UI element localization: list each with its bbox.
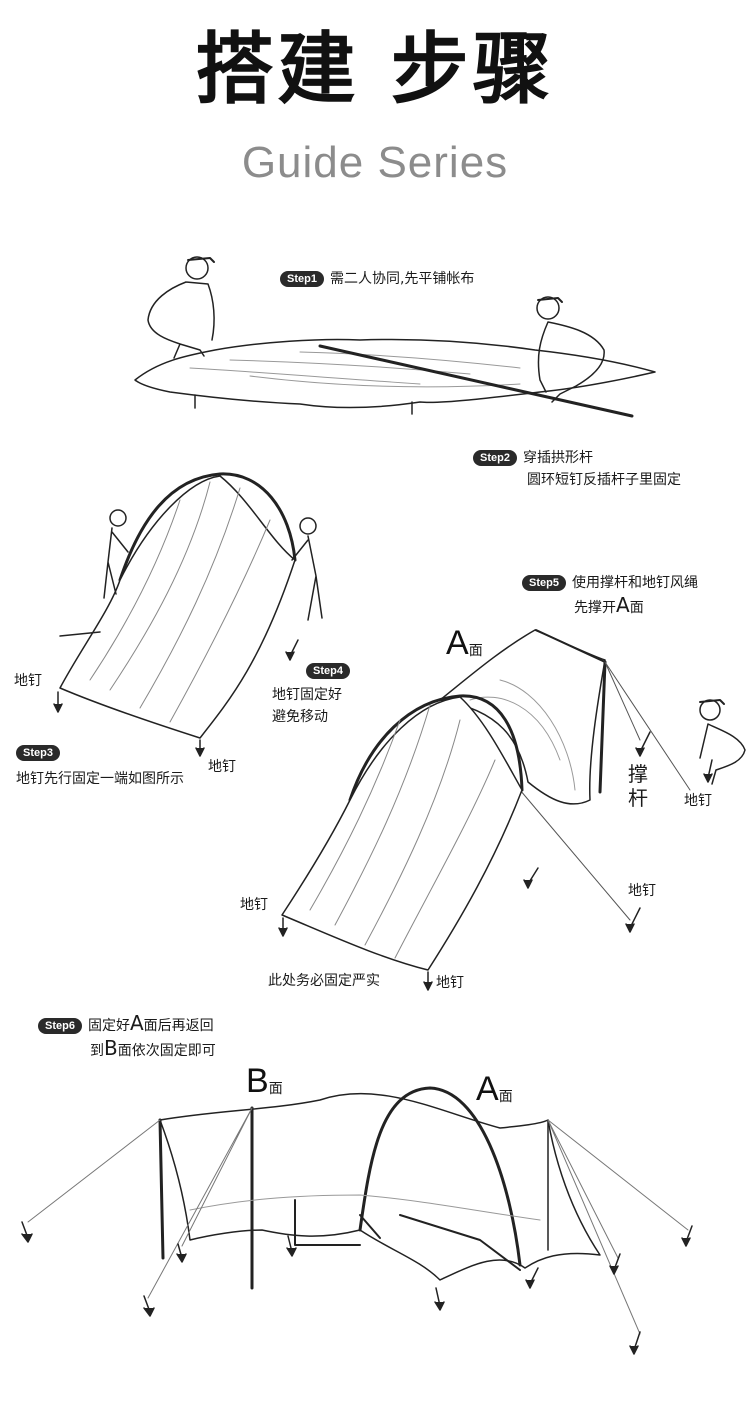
stake-step5-bottom <box>423 971 433 991</box>
stake-step6-8 <box>681 1225 693 1247</box>
step4-text-1: 地钉固定好 <box>272 687 342 703</box>
step6-caption: Step6 固定好A面后再返回 到B面依次固定即可 <box>38 1012 216 1062</box>
step3-caption: Step3 地钉先行固定一端如图所示 <box>16 742 184 790</box>
step6-badge: Step6 <box>38 1018 82 1034</box>
face-b-label: B面 <box>246 1064 283 1098</box>
stake-step5-person <box>703 759 713 783</box>
stake-step5-mid <box>523 867 539 889</box>
stake-step6-1 <box>21 1221 33 1243</box>
step6-illustration <box>21 1086 693 1355</box>
arch-pole <box>118 472 297 582</box>
person-a <box>103 509 129 599</box>
page-subtitle: Guide Series <box>241 138 509 187</box>
arch-tarp <box>59 475 296 739</box>
stake-step5-right <box>625 907 641 933</box>
stake-label-6: 地钉 <box>436 975 464 991</box>
pole-label-bottom: 杆 <box>628 786 648 810</box>
step2-badge: Step2 <box>473 450 517 466</box>
stake-step6-4 <box>286 1235 297 1257</box>
stake-label-1: 地钉 <box>14 673 42 689</box>
stake-step6-3 <box>176 1243 187 1263</box>
stake-step6-6 <box>525 1267 539 1289</box>
tarp-outline <box>159 1092 601 1281</box>
a-face-fabric <box>439 629 606 805</box>
step6-text-2b: B <box>104 1036 118 1060</box>
stake-step6-7 <box>609 1253 621 1275</box>
step2-caption: Step2 穿插拱形杆 圆环短钉反插杆子里固定 <box>473 447 681 491</box>
step2-text-1: 穿插拱形杆 <box>522 450 593 466</box>
arch-pole-2 <box>348 694 524 802</box>
stake-label-4: 地钉 <box>628 883 656 899</box>
step2-text-2: 圆环短钉反插杆子里固定 <box>527 472 681 488</box>
stake-step6-9 <box>629 1331 641 1355</box>
stake-step2-bottom <box>195 739 205 757</box>
pole-on-ground <box>318 344 634 418</box>
step4-badge: Step4 <box>306 663 350 679</box>
step6-text-2a: 到 <box>90 1043 104 1059</box>
pole-left <box>158 1118 165 1260</box>
step6-text-1c: 面后再返回 <box>143 1018 214 1034</box>
step3-badge: Step3 <box>16 745 60 761</box>
stake-label-2: 地钉 <box>208 759 236 775</box>
step3-text: 地钉先行固定一端如图所示 <box>16 771 184 787</box>
stake-step5-left <box>278 917 288 937</box>
pole-label-top: 撑 <box>628 762 648 786</box>
face-a-letter-2: A <box>476 1070 499 1108</box>
face-b-letter: B <box>246 1062 269 1100</box>
step1-badge: Step1 <box>280 271 324 287</box>
step1-illustration <box>134 256 656 418</box>
step1-text: 需二人协同,先平铺帐布 <box>329 271 475 287</box>
step5-text-2b: A <box>616 593 630 617</box>
step5-text-2c: 面 <box>629 600 644 616</box>
person-left <box>147 256 215 359</box>
person-c <box>699 699 746 785</box>
step2-illustration <box>53 472 323 757</box>
arch-tarp-2 <box>281 696 523 971</box>
pole-label: 撑 杆 <box>628 762 648 810</box>
step5-text-1: 使用撑杆和地钉风绳 <box>571 575 698 591</box>
step4-caption: Step4 地钉固定好 避免移动 <box>272 660 356 728</box>
face-a-label-step5: A面 <box>446 626 483 660</box>
stake-step2-left <box>53 691 63 713</box>
step5-text-2a: 先撑开 <box>574 600 616 616</box>
arch-pole-3 <box>358 1086 522 1267</box>
step6-text-2c: 面依次固定即可 <box>117 1043 216 1059</box>
stake-step6-5 <box>434 1287 445 1311</box>
face-a-suffix-2: 面 <box>498 1089 513 1105</box>
flat-tarp <box>134 338 656 409</box>
person-right <box>536 296 605 403</box>
page-title: 搭建 步骤 <box>195 25 555 115</box>
step6-text-1b: A <box>129 1011 144 1035</box>
step4-text-2: 避免移动 <box>272 709 328 725</box>
step1-caption: Step1 需二人协同,先平铺帐布 <box>280 268 474 290</box>
face-b-suffix: 面 <box>268 1081 283 1097</box>
stake-step5-pole <box>635 731 651 757</box>
stake-label-3: 地钉 <box>684 793 712 809</box>
stake-step2-right <box>285 639 299 661</box>
step6-text-1a: 固定好 <box>87 1018 130 1034</box>
person-b <box>291 517 323 621</box>
step5-badge: Step5 <box>522 575 566 591</box>
fix-secure-label: 此处务必固定严实 <box>268 973 380 989</box>
step5-caption: Step5 使用撑杆和地钉风绳 先撑开A面 <box>522 572 698 619</box>
support-pole <box>598 660 607 794</box>
face-a-letter: A <box>446 624 469 662</box>
step5-illustration <box>278 629 746 991</box>
face-a-suffix: 面 <box>468 643 483 659</box>
stake-step6-2 <box>143 1295 155 1317</box>
stake-label-5: 地钉 <box>240 897 268 913</box>
face-a-label-step6: A面 <box>476 1072 513 1106</box>
